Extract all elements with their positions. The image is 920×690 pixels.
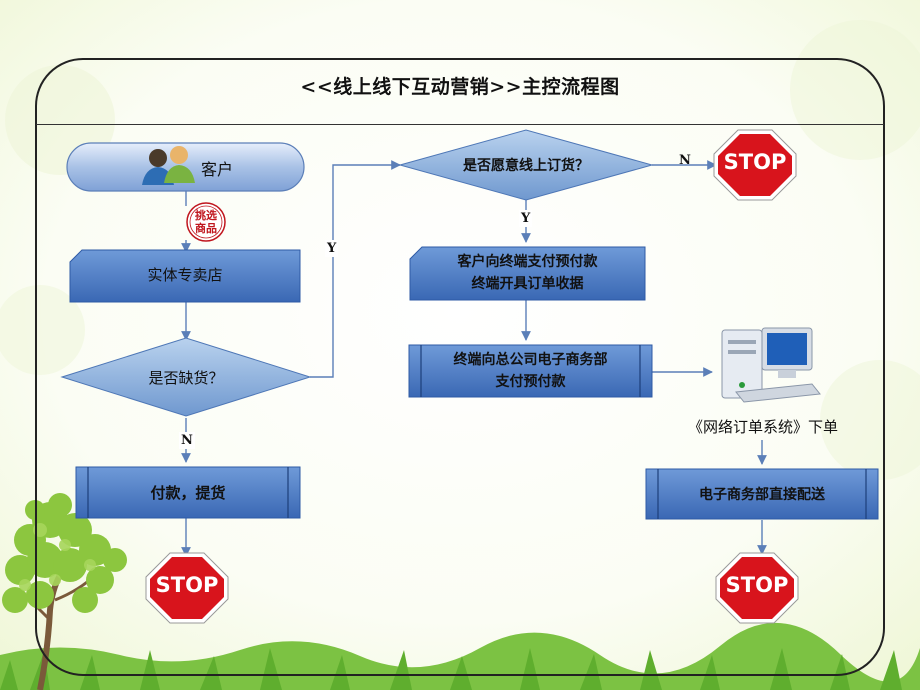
order-system-label: 《网络订单系统》下单 xyxy=(688,418,839,436)
edge-label-willing-yes: Y xyxy=(519,210,533,227)
store-label: 实体专卖店 xyxy=(147,266,223,284)
tree-decoration xyxy=(2,493,127,690)
willing-online-label: 是否愿意线上订货？ xyxy=(463,158,589,174)
stop-sign-top-right xyxy=(713,129,797,201)
stop-sign-bottom-right xyxy=(715,552,799,624)
customer-label: 客户 xyxy=(201,160,234,179)
edge-label-stock-yes: Y xyxy=(325,240,339,257)
direct-delivery-node xyxy=(645,468,879,520)
content-frame xyxy=(35,58,885,676)
customer-node xyxy=(66,142,305,192)
hq-prepay-node xyxy=(408,344,653,398)
title-divider xyxy=(36,124,884,125)
store-node xyxy=(69,249,301,303)
direct-delivery-label: 电子商务部直接配送 xyxy=(699,487,825,503)
stop-sign-left xyxy=(145,552,229,624)
pay-pickup-node xyxy=(75,466,301,519)
stop-text-top-right: STOP xyxy=(723,150,787,174)
hq-prepay-label: 终端向总公司电子商务部 支付预付款 xyxy=(453,352,608,390)
stop-text-left: STOP xyxy=(155,573,219,597)
edge-label-willing-no: N xyxy=(679,153,691,168)
prepay-label: 客户向终端支付预付款 终端开具订单收据 xyxy=(457,254,598,292)
pay-pickup-label: 付款，提货 xyxy=(150,484,226,502)
prepay-node xyxy=(409,246,646,301)
out-of-stock-diamond xyxy=(60,337,312,417)
stop-text-bottom-right: STOP xyxy=(725,573,789,597)
willing-online-diamond xyxy=(398,129,654,201)
computer-icon xyxy=(721,327,821,403)
people-icon xyxy=(142,146,195,185)
edge-label-stock-no: N xyxy=(179,432,195,449)
pick-goods-stamp xyxy=(186,202,226,242)
out-of-stock-label: 是否缺货？ xyxy=(148,369,224,387)
page-title: <<线上线下互动营销>>主控流程图 xyxy=(300,76,620,98)
pick-goods-label: 挑选 商品 xyxy=(195,209,217,235)
